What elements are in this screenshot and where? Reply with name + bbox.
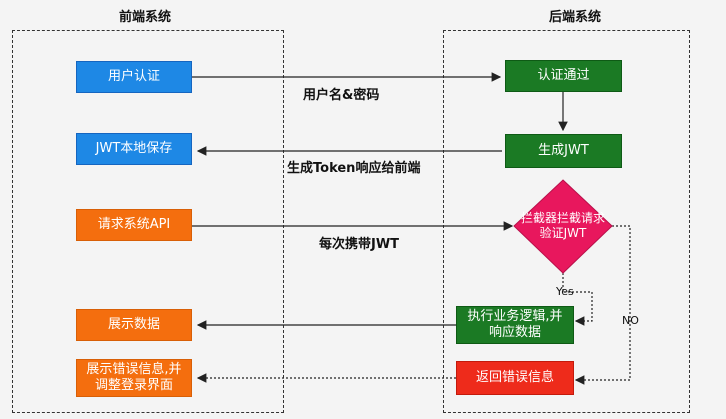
gen-jwt-box: 生成JWT	[505, 134, 622, 168]
backend-title: 后端系统	[548, 10, 601, 25]
show-error-box: 展示错误信息,并 调整登录界面	[76, 359, 192, 397]
label-username-password: 用户名&密码	[303, 88, 380, 103]
label-no: NO	[622, 314, 639, 327]
backend-panel	[443, 30, 690, 413]
auth-pass-box: 认证通过	[505, 60, 622, 92]
show-error-line1: 展示错误信息,并	[86, 362, 182, 377]
label-carry-jwt: 每次携带JWT	[319, 237, 400, 252]
return-error-box: 返回错误信息	[456, 361, 574, 395]
interceptor-line1: 拦截器拦截请求	[520, 211, 605, 225]
exec-line2: 响应数据	[488, 325, 541, 340]
frontend-title: 前端系统	[118, 10, 171, 25]
user-auth-box: 用户认证	[76, 61, 192, 93]
interceptor-text: 拦截器拦截请求 验证JWT	[508, 211, 618, 241]
interceptor-line2: 验证JWT	[539, 226, 587, 240]
arrow-no	[574, 225, 631, 385]
show-error-line2: 调整登录界面	[94, 378, 173, 393]
interceptor-diamond	[513, 179, 613, 274]
label-token-response: 生成Token响应给前端	[287, 161, 421, 176]
frontend-panel	[12, 30, 284, 413]
label-yes: Yes	[556, 285, 574, 298]
exec-line1: 执行业务逻辑,并	[467, 309, 563, 324]
jwt-save-box: JWT本地保存	[76, 133, 192, 165]
request-api-box: 请求系统API	[76, 209, 192, 241]
arrow-yes	[562, 273, 593, 326]
exec-logic-box: 执行业务逻辑,并 响应数据	[456, 306, 574, 344]
show-data-box: 展示数据	[76, 309, 192, 341]
